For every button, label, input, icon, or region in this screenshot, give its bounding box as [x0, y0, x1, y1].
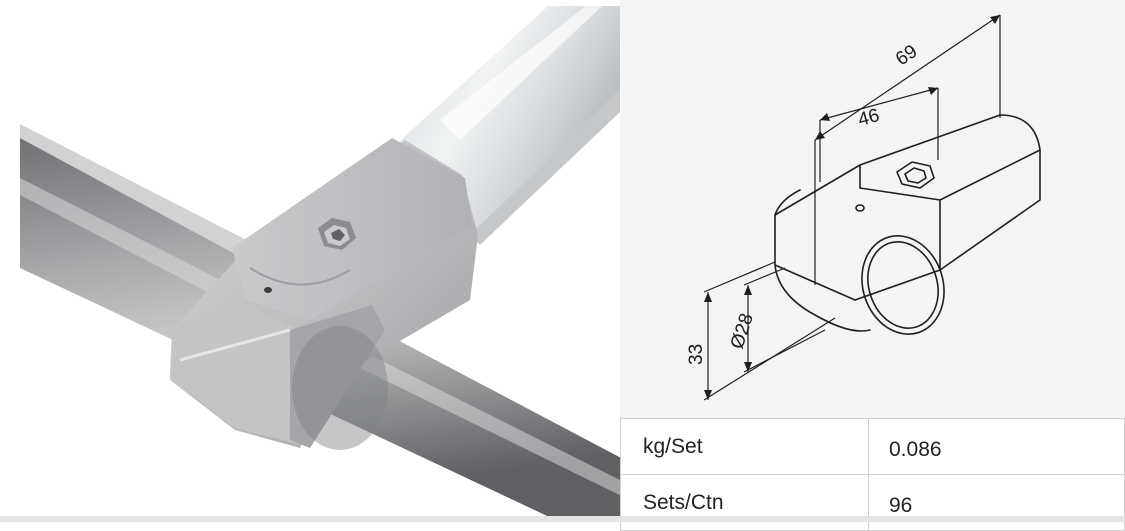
dimension-69-label: 69 [892, 41, 921, 70]
spec-row-quantity: Sets/Ctn 96 [620, 474, 1125, 531]
spec-value-quantity: 96 [868, 474, 1125, 531]
bottom-border-strip [0, 516, 1125, 522]
spec-row-weight: kg/Set 0.086 [620, 418, 1125, 475]
spec-value-weight: 0.086 [868, 418, 1125, 475]
dimension-33-label: 33 [686, 344, 707, 365]
technical-drawing: 69 46 33 Ø28 [620, 0, 1125, 418]
dimension-46-label: 46 [856, 105, 882, 131]
spec-table: kg/Set 0.086 Sets/Ctn 96 [620, 418, 1125, 531]
spec-label-weight: kg/Set [620, 418, 869, 475]
dimension-drawing: 69 46 33 Ø28 [686, 14, 1041, 401]
product-photo [20, 6, 620, 522]
spec-label-quantity: Sets/Ctn [620, 474, 869, 531]
product-photo-illustration [20, 6, 620, 522]
dimension-diameter-label: Ø28 [727, 311, 758, 352]
